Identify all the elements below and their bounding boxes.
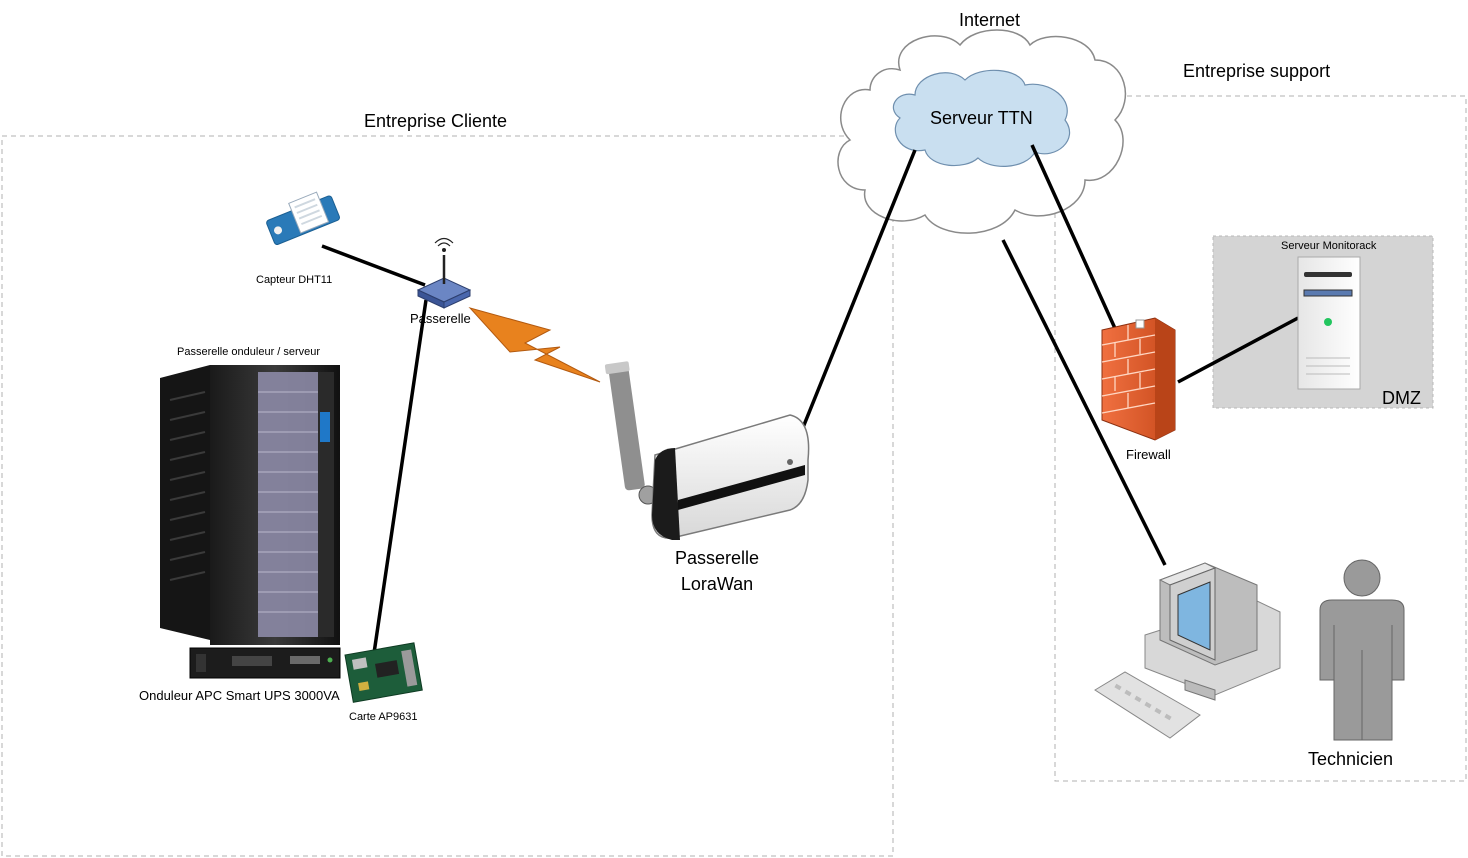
firewall-label: Firewall [1126,447,1171,462]
internet-title: Internet [959,10,1021,30]
link-sensor-gateway [321,244,426,287]
sensor-dht11-icon [266,191,340,245]
link-gateway-card [371,299,428,661]
links [321,144,1299,661]
gateway-label: Passerelle [410,311,471,326]
link-firewall-server [1177,316,1299,384]
ttn-server-label: Serveur TTN [930,108,1033,128]
lorawan-gateway-image [604,361,810,540]
zone-client [1,135,894,857]
server-monitorack-icon [1297,256,1361,390]
gateway-icon [416,237,472,309]
technician-icon [1319,559,1405,741]
firewall-icon [1101,317,1176,441]
zone-support-title: Entreprise support [1183,61,1331,81]
lorawan-label-line2: LoraWan [680,574,754,594]
link-cloud-technician [1001,239,1167,566]
ups-image [189,647,341,679]
lorawan-label-line1: Passerelle [674,548,760,568]
workstation-icon [1094,562,1281,739]
card-ap9631-image [344,642,423,703]
sensor-label: Capteur DHT11 [256,274,333,286]
ups-label: Onduleur APC Smart UPS 3000VA [139,688,340,703]
zone-support [1054,95,1467,782]
server-rack-image [160,365,340,645]
link-cloud-firewall [1030,144,1120,336]
ups-gateway-label: Passerelle onduleur / serveur [177,346,321,358]
zone-client-title: Entreprise Cliente [364,111,508,131]
radio-link-lightning [468,307,601,383]
dmz-title: DMZ [1382,388,1421,408]
technician-label: Technicien [1308,749,1394,769]
link-lorawan-cloud [800,149,917,431]
monitorack-label: Serveur Monitorack [1281,240,1377,252]
card-label: Carte AP9631 [349,711,418,723]
